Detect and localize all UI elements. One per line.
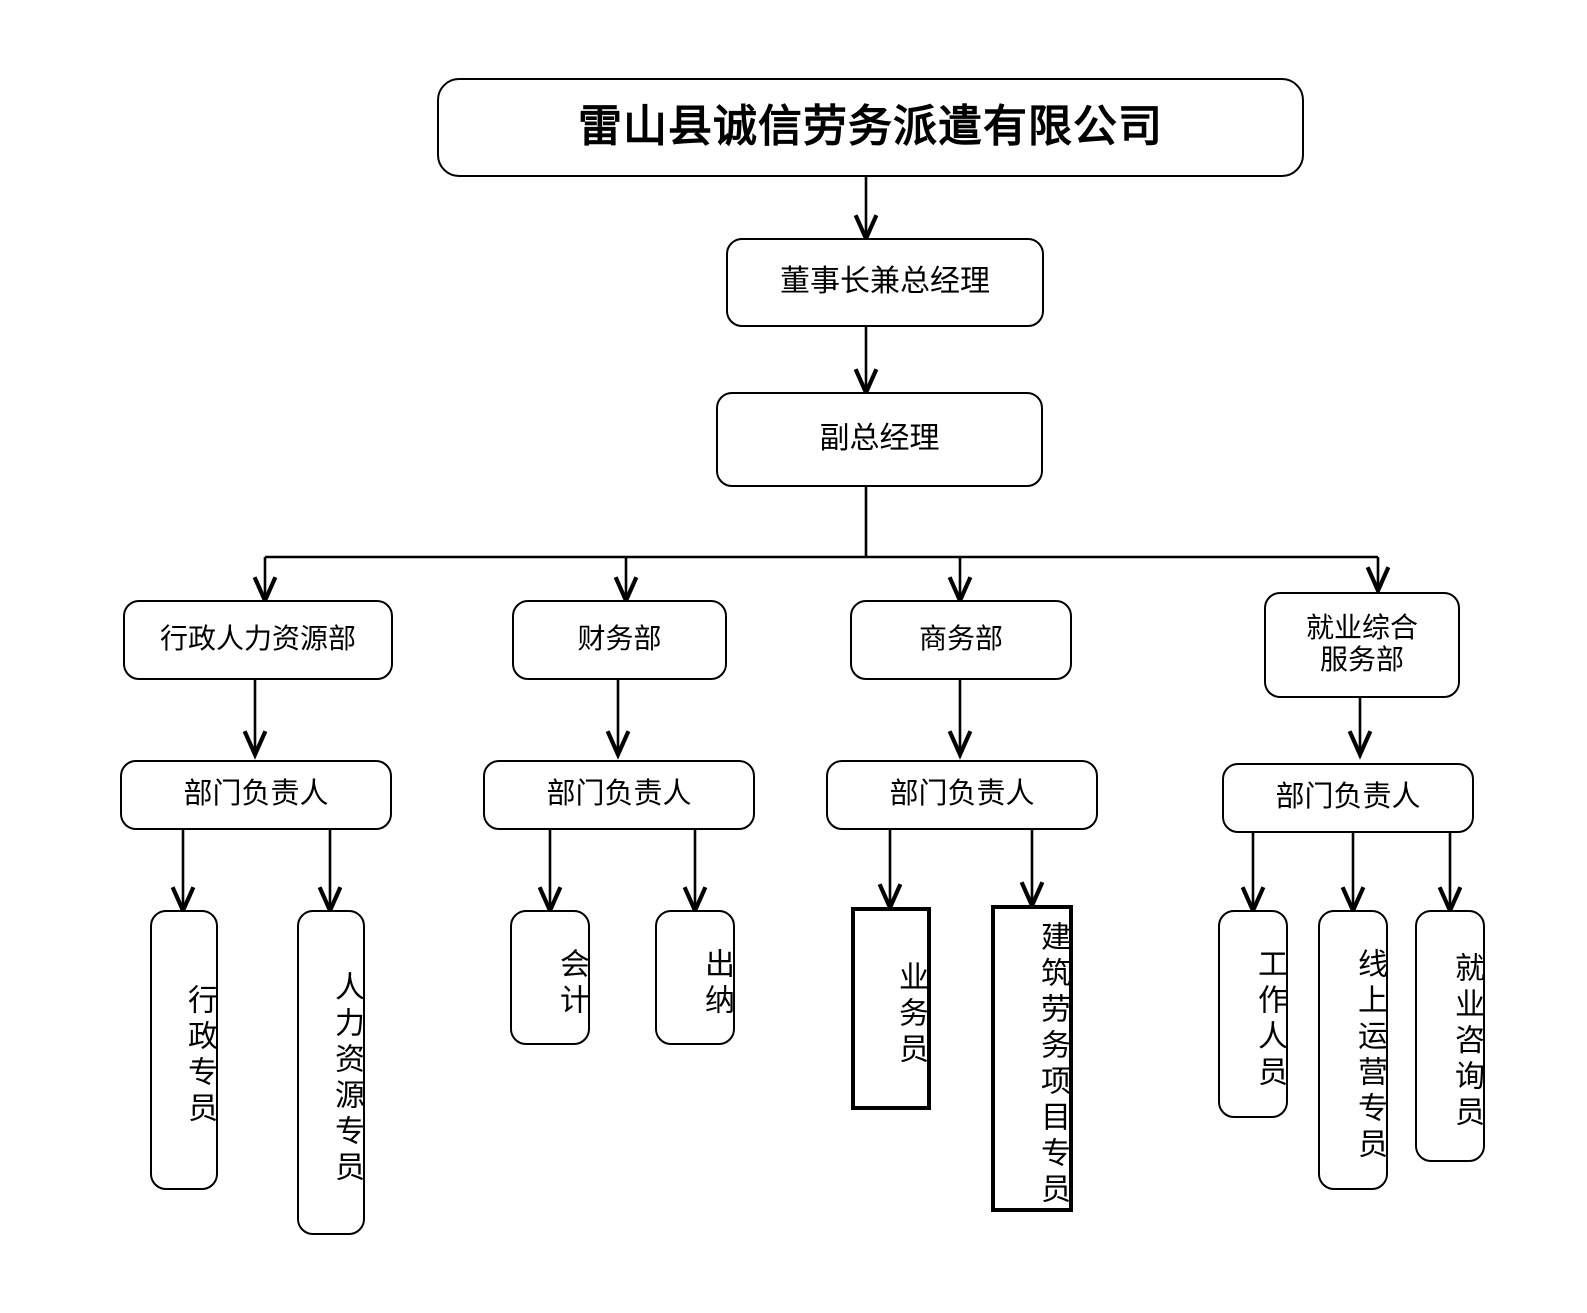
node-staff-employment-consultant[interactable]: 就业咨询员 <box>1415 910 1485 1162</box>
node-department-finance-label: 财务部 <box>577 623 662 655</box>
node-staff-employment-consultant-label: 就业咨询员 <box>1450 952 1483 1132</box>
node-staff-cashier[interactable]: 出纳 <box>655 910 735 1045</box>
node-staff-accountant-label: 会计 <box>555 947 588 1020</box>
node-chairman[interactable]: 董事长兼总经理 <box>726 238 1044 327</box>
node-staff-cashier-label: 出纳 <box>700 947 733 1020</box>
node-staff-worker[interactable]: 工作人员 <box>1218 910 1288 1118</box>
node-staff-salesperson[interactable]: 业务员 <box>851 907 931 1110</box>
node-department-employment-label-line1: 就业综合 <box>1305 612 1418 644</box>
node-department-finance[interactable]: 财务部 <box>512 600 727 680</box>
node-department-employment[interactable]: 就业综合 服务部 <box>1264 592 1460 698</box>
node-manager-employment[interactable]: 部门负责人 <box>1222 763 1474 833</box>
node-manager-business-label: 部门负责人 <box>889 778 1035 811</box>
node-manager-finance-label: 部门负责人 <box>546 778 692 811</box>
node-staff-online-operations-specialist[interactable]: 线上运营专员 <box>1318 910 1388 1190</box>
node-department-employment-label-line2: 服务部 <box>1319 645 1404 676</box>
node-department-admin-hr[interactable]: 行政人力资源部 <box>123 600 393 680</box>
node-chairman-label: 董事长兼总经理 <box>780 265 990 299</box>
node-staff-construction-labor-project-specialist[interactable]: 建筑劳务项目专员 <box>991 905 1073 1212</box>
node-staff-salesperson-label: 业务员 <box>894 960 927 1069</box>
node-staff-construction-labor-project-specialist-label: 建筑劳务项目专员 <box>1036 920 1069 1209</box>
node-staff-hr-specialist-label: 人力资源专员 <box>330 970 363 1187</box>
node-department-business[interactable]: 商务部 <box>850 600 1072 680</box>
node-manager-business[interactable]: 部门负责人 <box>826 760 1098 830</box>
node-vice-general-manager[interactable]: 副总经理 <box>716 392 1043 487</box>
node-manager-employment-label: 部门负责人 <box>1275 781 1421 814</box>
node-staff-worker-label: 工作人员 <box>1253 948 1286 1092</box>
node-manager-admin-hr-label: 部门负责人 <box>183 778 329 811</box>
node-manager-admin-hr[interactable]: 部门负责人 <box>120 760 392 830</box>
node-department-business-label: 商务部 <box>918 623 1003 655</box>
node-vice-general-manager-label: 副总经理 <box>819 422 940 456</box>
node-staff-admin-specialist[interactable]: 行政专员 <box>150 910 218 1190</box>
node-staff-hr-specialist[interactable]: 人力资源专员 <box>297 910 365 1235</box>
node-company[interactable]: 雷山县诚信劳务派遣有限公司 <box>437 78 1304 177</box>
node-company-label: 雷山县诚信劳务派遣有限公司 <box>578 102 1163 152</box>
node-manager-finance[interactable]: 部门负责人 <box>483 760 755 830</box>
node-staff-admin-specialist-label: 行政专员 <box>183 984 216 1128</box>
node-department-admin-hr-label: 行政人力资源部 <box>159 623 356 655</box>
node-staff-accountant[interactable]: 会计 <box>510 910 590 1045</box>
node-staff-online-operations-specialist-label: 线上运营专员 <box>1353 948 1386 1164</box>
